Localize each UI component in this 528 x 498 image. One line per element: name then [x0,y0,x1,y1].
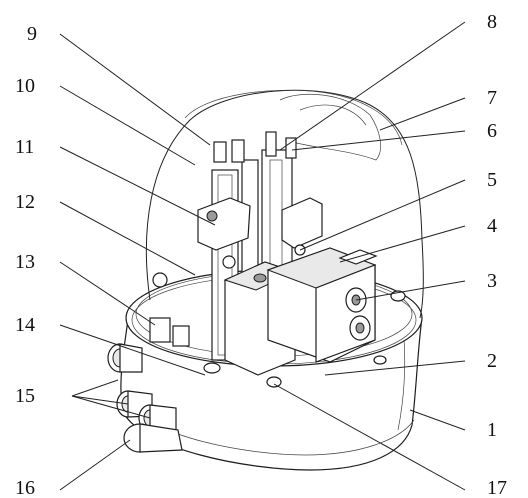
callout-15: 15 [15,385,35,407]
callout-9: 9 [27,23,37,45]
callout-2: 2 [487,350,497,372]
leader-lines [59,21,466,491]
callout-7: 7 [487,87,497,109]
callout-1: 1 [487,419,497,441]
callout-11: 11 [15,136,35,158]
callout-3: 3 [487,270,497,292]
callout-4: 4 [487,215,497,237]
callout-12: 12 [15,191,35,213]
switch-assembly [149,197,406,388]
callout-14: 14 [15,314,35,336]
port-fittings [107,343,183,453]
callout-16: 16 [15,477,35,498]
callout-8: 8 [487,11,497,33]
dome-cover [145,89,424,319]
callout-13: 13 [15,251,35,273]
callout-10: 10 [15,75,35,97]
valve-blocks [223,247,378,376]
callout-6: 6 [487,120,497,142]
callout-5: 5 [487,169,497,191]
callout-17: 17 [487,477,507,498]
